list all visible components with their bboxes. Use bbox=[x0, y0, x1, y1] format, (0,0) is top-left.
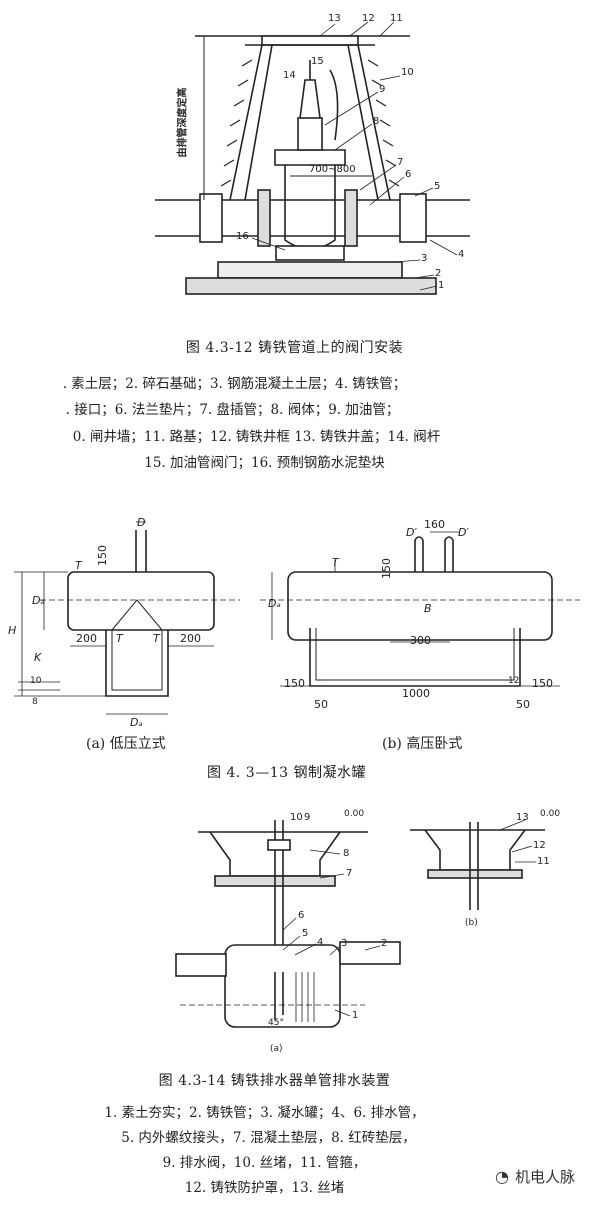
callout-14: 14 bbox=[283, 70, 296, 81]
dim-a-H: H bbox=[8, 624, 17, 637]
callout-15: 15 bbox=[311, 56, 324, 67]
fig3-callout-4: 4 bbox=[317, 937, 324, 948]
callout-4: 4 bbox=[458, 249, 465, 260]
callout-13: 13 bbox=[328, 13, 341, 24]
callout-11: 11 bbox=[390, 13, 403, 24]
callout-10: 10 bbox=[401, 67, 414, 78]
fig3-legend-line-3: 9. 排水阀，10. 丝堵，11. 管箍， bbox=[162, 1155, 367, 1171]
callout-16: 16 bbox=[236, 231, 249, 242]
dim-b-right-150: 150 bbox=[532, 677, 553, 690]
dim-b-left-50: 50 bbox=[314, 698, 328, 711]
fig3-callout-12: 12 bbox=[533, 840, 546, 851]
fig3-callout-5: 5 bbox=[302, 928, 309, 939]
fig3-callout-1: 1 bbox=[352, 1010, 359, 1021]
dim-a-T-top: T bbox=[75, 559, 82, 572]
level-a: 0.00 bbox=[344, 809, 365, 819]
fig1-legend-line-2: . 接口；6. 法兰垫片；7. 盘插管；8. 阀体；9. 加油管； bbox=[65, 402, 400, 418]
dim-b-Dw: Dₐ bbox=[268, 597, 281, 610]
fig3-angle-45: 45° bbox=[268, 1018, 284, 1028]
dim-a-D: D bbox=[137, 516, 146, 529]
fig3-callout-3: 3 bbox=[341, 938, 348, 949]
fig3-caption: 图 4.3-14 铸铁排水器单管排水装置 bbox=[158, 1073, 391, 1089]
callout-9: 9 bbox=[379, 84, 386, 95]
callout-5: 5 bbox=[434, 181, 441, 192]
fig3-callout-9: 9 bbox=[304, 812, 311, 823]
dim-b-1000: 1000 bbox=[402, 687, 430, 700]
fig3-callout-6: 6 bbox=[298, 910, 305, 921]
drainage-device-diagram bbox=[175, 819, 545, 1028]
dim-a-right-200: 200 bbox=[180, 632, 201, 645]
dim-a-T-right: T bbox=[153, 632, 160, 645]
fig3-sub-b: (b) bbox=[465, 918, 478, 928]
fig2-sub-b: (b) 高压卧式 bbox=[382, 736, 463, 752]
callout-8: 8 bbox=[373, 116, 380, 127]
fig3-callout-8: 8 bbox=[343, 848, 350, 859]
chat-bubble-icon: ◔ bbox=[495, 1167, 509, 1186]
callout-12: 12 bbox=[362, 13, 375, 24]
dim-a-Dw-bottom: Dₐ bbox=[130, 716, 143, 729]
fig3-callout-10: 10 bbox=[290, 812, 303, 823]
callout-6: 6 bbox=[405, 169, 412, 180]
fig3-callout-7: 7 bbox=[346, 868, 353, 879]
vertical-depth-label: 由排管深度定高 bbox=[177, 87, 189, 158]
dim-b-T: T bbox=[332, 556, 339, 569]
dim-b-right-50: 50 bbox=[516, 698, 530, 711]
fig1-legend-line-1: . 素土层；2. 碎石基础；3. 钢筋混凝土土层；4. 铸铁管； bbox=[62, 376, 407, 392]
fig2-caption: 图 4. 3—13 钢制凝水罐 bbox=[207, 765, 366, 781]
dim-a-left-200: 200 bbox=[76, 632, 97, 645]
dim-a-K: K bbox=[34, 651, 42, 664]
callout-1: 1 bbox=[438, 280, 445, 291]
watermark: ◔ 机电人脉 bbox=[495, 1166, 575, 1187]
dim-b-160: 160 bbox=[424, 518, 445, 531]
fig3-callout-2: 2 bbox=[381, 938, 388, 949]
dim-a-8: 8 bbox=[32, 697, 38, 707]
dim-a-Dw: Dₐ bbox=[32, 594, 45, 607]
dim-b-12: 12 bbox=[508, 676, 520, 686]
dim-a-150: 150 bbox=[96, 545, 109, 566]
fig3-legend-line-1: 1. 素土夯实；2. 铸铁管；3. 凝水罐；4、6. 排水管， bbox=[104, 1105, 425, 1121]
fig3-callout-11: 11 bbox=[537, 856, 550, 867]
dim-b-left-150: 150 bbox=[284, 677, 305, 690]
fig1-legend-line-3: 0. 闸井墙；11. 路基；12. 铸铁井框 13. 铸铁井盖；14. 阀杆 bbox=[72, 429, 441, 445]
callout-2: 2 bbox=[435, 268, 442, 279]
dim-a-10: 10 bbox=[30, 676, 42, 686]
condensate-tank-diagram bbox=[14, 521, 580, 715]
fig3-sub-a: (a) bbox=[270, 1044, 283, 1054]
dimension-700-800: 700~800 bbox=[309, 164, 356, 175]
dim-b-300: 300 bbox=[410, 634, 431, 647]
fig3-legend-line-2: 5. 内外螺纹接头，7. 混凝土垫层，8. 红砖垫层， bbox=[121, 1130, 416, 1146]
level-b: 0.00 bbox=[540, 809, 561, 819]
dim-b-150: 150 bbox=[380, 558, 393, 579]
dim-b-D1: D′ bbox=[406, 526, 417, 539]
fig3-callout-13: 13 bbox=[516, 812, 529, 823]
callout-3: 3 bbox=[421, 253, 428, 264]
dim-b-B: B bbox=[424, 602, 432, 615]
watermark-text: 机电人脉 bbox=[514, 1168, 575, 1186]
valve-installation-diagram bbox=[155, 21, 470, 295]
fig2-sub-a: (a) 低压立式 bbox=[86, 736, 166, 752]
fig3-legend-line-4: 12. 铸铁防护罩，13. 丝堵 bbox=[184, 1180, 345, 1196]
callout-7: 7 bbox=[397, 157, 404, 168]
dim-a-T-left: T bbox=[116, 632, 123, 645]
fig1-legend-line-4: 15. 加油管阀门；16. 预制钢筋水泥垫块 bbox=[144, 455, 385, 471]
dim-b-D2: D′ bbox=[458, 526, 469, 539]
fig1-caption: 图 4.3-12 铸铁管道上的阀门安装 bbox=[185, 340, 404, 356]
